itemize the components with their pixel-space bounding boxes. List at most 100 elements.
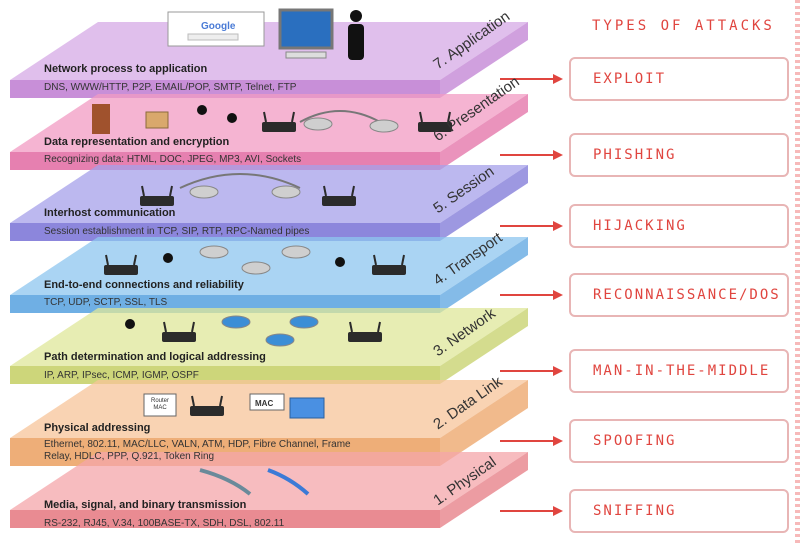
hub-icon-l3-3 bbox=[289, 315, 319, 329]
layer-2-desc: Ethernet, 802.11, MAC/LLC, VALN, ATM, HD… bbox=[44, 439, 351, 462]
mac-tag-icon bbox=[249, 393, 285, 411]
runner-icon-1 bbox=[197, 105, 207, 115]
layer-4-title: End-to-end connections and reliability bbox=[44, 279, 244, 291]
router-antenna-l5-2-a bbox=[323, 185, 327, 197]
router-antenna-l3-1-a bbox=[163, 321, 167, 333]
router-antenna-l6-2-b bbox=[447, 111, 451, 123]
layer-2-side-face bbox=[440, 380, 528, 466]
arrow-5-head bbox=[553, 366, 563, 376]
router-antenna-l4-2-b bbox=[401, 254, 405, 266]
attack-phishing-label: PHISHING bbox=[593, 147, 677, 163]
runner-icon-4 bbox=[335, 257, 345, 267]
layer-3-desc: IP, ARP, IPsec, ICMP, IGMP, OSPF bbox=[44, 370, 199, 381]
router-icon-l6-2 bbox=[418, 122, 452, 132]
right-edge-decoration bbox=[795, 0, 800, 544]
layer-4-side-face bbox=[440, 237, 528, 313]
router-mac-tag-text: Router MAC bbox=[150, 398, 169, 411]
runner-icon-3 bbox=[163, 253, 173, 263]
mac-tag-text: MAC bbox=[255, 399, 274, 408]
attack-reconnaissance-dos: RECONNAISSANCE/DOS bbox=[569, 273, 789, 317]
hub-icon-l5-1 bbox=[189, 185, 219, 199]
router-icon-l6-1 bbox=[262, 122, 296, 132]
layer-7-title: Network process to application bbox=[44, 63, 208, 75]
layer-6-desc: Recognizing data: HTML, DOC, JPEG, MP3, … bbox=[44, 154, 302, 165]
attack-reconnaissance-dos-label: RECONNAISSANCE/DOS bbox=[593, 287, 781, 303]
attack-spoofing: SPOOFING bbox=[569, 419, 789, 463]
router-icon-l3-2 bbox=[348, 332, 382, 342]
layer-6-title: Data representation and encryption bbox=[44, 136, 230, 148]
router-icon-l4-1 bbox=[104, 265, 138, 275]
arrow-3-head bbox=[553, 221, 563, 231]
layer-1-top-face bbox=[10, 452, 528, 510]
person-head-icon bbox=[350, 10, 362, 22]
layer-1-front-face bbox=[10, 510, 440, 528]
layer-7-top-face bbox=[10, 22, 528, 80]
layer-4-desc: TCP, UDP, SCTP, SSL, TLS bbox=[44, 297, 168, 308]
attack-sniffing-label: SNIFFING bbox=[593, 503, 677, 519]
layer-5-front-face bbox=[10, 223, 440, 241]
arrow-4-head bbox=[553, 290, 563, 300]
hub-icon-l3-1 bbox=[221, 315, 251, 329]
arrow-6-head bbox=[553, 436, 563, 446]
layer-5-desc: Session establishment in TCP, SIP, RTP, … bbox=[44, 226, 310, 237]
attack-spoofing-label: SPOOFING bbox=[593, 433, 677, 449]
router-antenna-l6-1-b bbox=[291, 111, 295, 123]
layer-5-top-face bbox=[10, 165, 528, 223]
hub-icon-l4-1 bbox=[199, 245, 229, 259]
runner-icon-2 bbox=[227, 113, 237, 123]
bridge-icon-l6 bbox=[299, 110, 381, 123]
arrow-2-head bbox=[553, 150, 563, 160]
hub-icon-l4-2 bbox=[241, 261, 271, 275]
router-icon-l3-1 bbox=[162, 332, 196, 342]
layer-1-desc: RS-232, RJ45, V.34, 100BASE-TX, SDH, DSL… bbox=[44, 518, 285, 529]
google-logo-text: Google bbox=[201, 21, 236, 32]
router-icon-l4-2 bbox=[372, 265, 406, 275]
router-antenna-l4-2-a bbox=[373, 254, 377, 266]
layer-7-side-face bbox=[440, 22, 528, 98]
layer-3-title: Path determination and logical addressin… bbox=[44, 351, 266, 363]
router-icon-l5-1 bbox=[140, 196, 174, 206]
router-antenna-l3-2-b bbox=[377, 321, 381, 333]
fiber-cable-icon bbox=[199, 468, 252, 496]
hub-icon-l6-1 bbox=[303, 117, 333, 131]
layer-7-desc: DNS, WWW/HTTP, P2P, EMAIL/POP, SMTP, Tel… bbox=[44, 82, 297, 93]
router-mac-tag-icon bbox=[143, 393, 177, 417]
arrow-7-head bbox=[553, 506, 563, 516]
router-antenna-l2-1-a bbox=[191, 395, 195, 407]
router-antenna-l4-1-a bbox=[105, 254, 109, 266]
computer-keyboard-icon bbox=[285, 51, 327, 59]
browser-search-box bbox=[187, 33, 239, 41]
attack-phishing: PHISHING bbox=[569, 133, 789, 177]
computer-monitor-icon bbox=[278, 8, 334, 50]
layer-3-side-face bbox=[440, 308, 528, 384]
router-antenna-l4-1-b bbox=[133, 254, 137, 266]
layer-1-title: Media, signal, and binary transmission bbox=[44, 499, 247, 511]
router-icon-l5-2 bbox=[322, 196, 356, 206]
hub-icon-l4-3 bbox=[281, 245, 311, 259]
attack-exploit: EXPLOIT bbox=[569, 57, 789, 101]
ethernet-cable-icon bbox=[267, 468, 310, 496]
attacks-title: TYPES OF ATTACKS bbox=[592, 18, 775, 34]
layer-1-side-face bbox=[440, 452, 528, 528]
router-antenna-l5-1-a bbox=[141, 185, 145, 197]
router-antenna-l6-2-a bbox=[419, 111, 423, 123]
router-antenna-l5-1-b bbox=[169, 185, 173, 197]
kiosk-icon bbox=[92, 104, 110, 134]
hub-icon-l5-2 bbox=[271, 185, 301, 199]
package-icon bbox=[145, 111, 169, 129]
attack-sniffing: SNIFFING bbox=[569, 489, 789, 533]
layer-6-side-face bbox=[440, 94, 528, 170]
attack-exploit-label: EXPLOIT bbox=[593, 71, 667, 87]
router-antenna-l3-1-b bbox=[191, 321, 195, 333]
layer-2-title: Physical addressing bbox=[44, 422, 151, 434]
hub-icon-l6-2 bbox=[369, 119, 399, 133]
attack-hijacking-label: HIJACKING bbox=[593, 218, 687, 234]
person-waving-icon bbox=[125, 319, 135, 329]
bridge-icon-l5 bbox=[179, 173, 301, 189]
router-antenna-l2-1-b bbox=[219, 395, 223, 407]
router-antenna-l3-2-a bbox=[349, 321, 353, 333]
person-body-icon bbox=[348, 24, 364, 60]
hub-icon-l3-2 bbox=[265, 333, 295, 347]
